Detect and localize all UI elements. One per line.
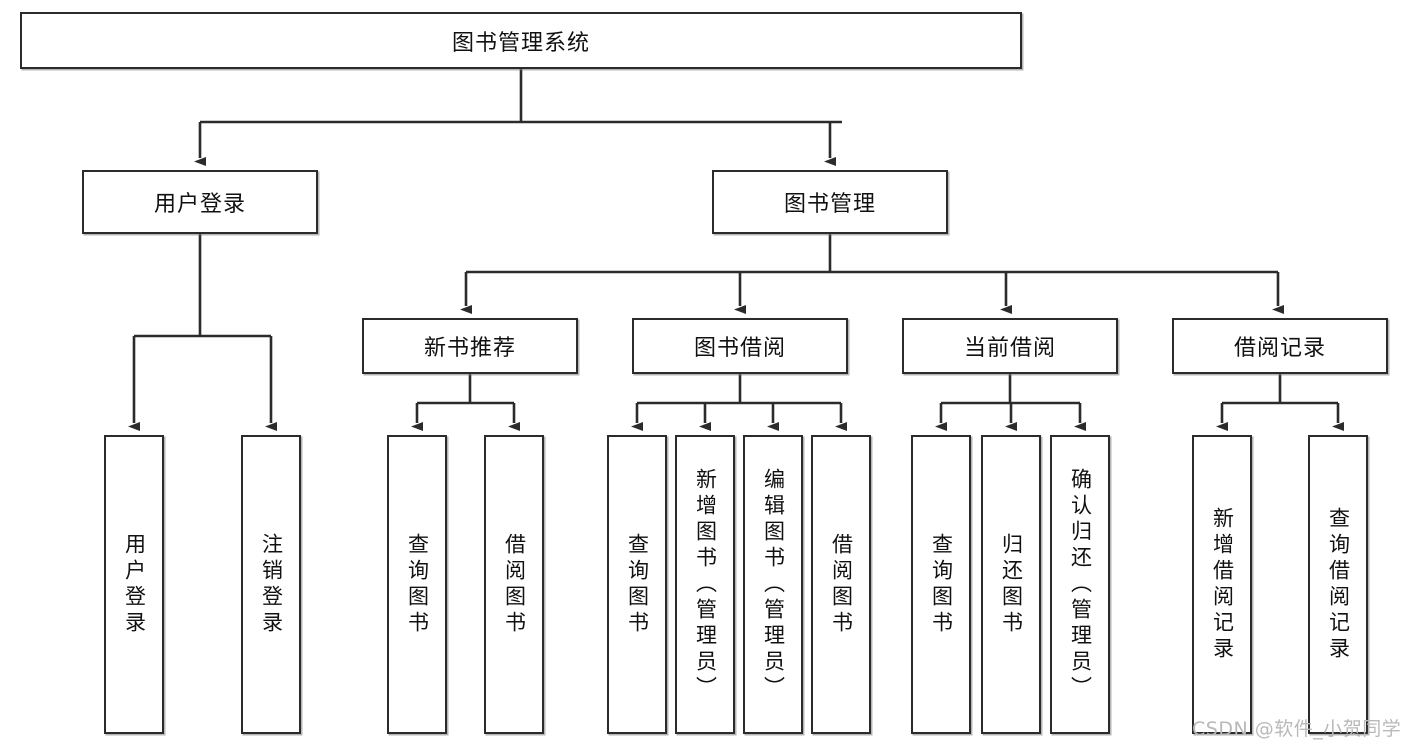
node-current-borrow[interactable]: 当前借阅 [902,318,1118,374]
leaf-query-book-recommend[interactable]: 查询图书 [387,435,447,734]
edges-book-mgmt-to-level3 [460,234,1284,314]
edges-borrow-record-to-leaves [1216,374,1344,431]
leaf-user-login-label: 用户登录 [122,532,147,637]
leaf-borrow-book-recommend[interactable]: 借阅图书 [484,435,544,734]
leaf-user-login[interactable]: 用户登录 [104,435,164,734]
leaf-add-borrow-record[interactable]: 新增借阅记录 [1192,435,1252,734]
leaf-query-book-current[interactable]: 查询图书 [911,435,971,734]
leaf-query-book-current-label: 查询图书 [929,532,954,637]
node-user-login-label: 用户登录 [153,192,246,217]
node-borrow-record[interactable]: 借阅记录 [1172,318,1388,374]
leaf-add-book-admin-label: 新增图书（管理员） [693,467,718,702]
node-user-login[interactable]: 用户登录 [82,170,318,234]
leaf-edit-book-admin[interactable]: 编辑图书（管理员） [743,435,803,734]
node-borrow-record-label: 借阅记录 [1233,336,1326,361]
leaf-query-borrow-record-label: 查询借阅记录 [1326,506,1351,663]
leaf-borrow-book-label: 借阅图书 [829,532,854,637]
edges-borrow-book-to-leaves [631,374,847,431]
leaf-query-book-recommend-label: 查询图书 [405,532,430,637]
leaf-query-book-borrow-label: 查询图书 [625,532,650,637]
edges-current-borrow-to-leaves [935,374,1086,431]
node-root-system[interactable]: 图书管理系统 [20,12,1022,69]
node-current-borrow-label: 当前借阅 [963,336,1056,361]
node-book-borrow[interactable]: 图书借阅 [632,318,848,374]
edges-new-book-to-leaves [411,374,520,431]
leaf-add-borrow-record-label: 新增借阅记录 [1210,506,1235,663]
leaf-borrow-book[interactable]: 借阅图书 [811,435,871,734]
leaf-confirm-return-admin-label: 确认归还（管理员） [1068,467,1093,702]
csdn-watermark: CSDN @软件_小贺同学 [1192,718,1402,740]
leaf-confirm-return-admin[interactable]: 确认归还（管理员） [1050,435,1110,734]
leaf-borrow-book-recommend-label: 借阅图书 [502,532,527,637]
node-book-management-label: 图书管理 [783,192,876,217]
edges-root-to-level2 [194,69,842,166]
node-book-management[interactable]: 图书管理 [712,170,948,234]
node-new-book-recommend[interactable]: 新书推荐 [362,318,578,374]
leaf-add-book-admin[interactable]: 新增图书（管理员） [675,435,735,734]
leaf-return-book[interactable]: 归还图书 [981,435,1041,734]
leaf-return-book-label: 归还图书 [999,532,1024,637]
leaf-edit-book-admin-label: 编辑图书（管理员） [761,467,786,702]
leaf-logout[interactable]: 注销登录 [241,435,301,734]
node-book-borrow-label: 图书借阅 [693,336,786,361]
leaf-query-book-borrow[interactable]: 查询图书 [607,435,667,734]
node-root-system-label: 图书管理系统 [451,30,590,56]
node-new-book-recommend-label: 新书推荐 [423,336,516,361]
leaf-logout-label: 注销登录 [259,532,284,637]
leaf-query-borrow-record[interactable]: 查询借阅记录 [1308,435,1368,734]
edges-user-login-to-leaves [128,234,277,431]
